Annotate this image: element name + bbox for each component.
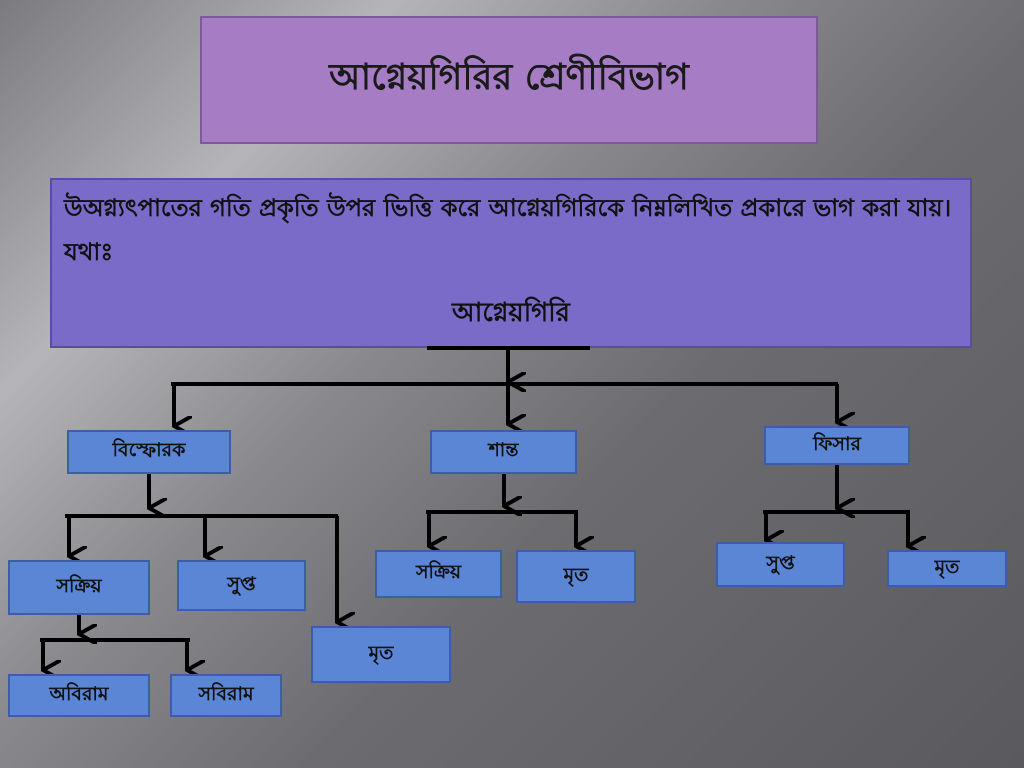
root-label: আগ্নেয়গিরি — [452, 298, 570, 328]
slide-title: আগ্নেয়গিরির শ্রেণীবিভাগ — [200, 16, 818, 144]
node-quiet-extinct: মৃত — [516, 550, 636, 603]
node-explosive-dormant: সুপ্ত — [177, 560, 306, 611]
node-fissure-extinct: মৃত — [887, 550, 1007, 587]
node-fissure: ফিসার — [764, 426, 910, 465]
node-explosive-extinct: মৃত — [311, 626, 451, 683]
node-quiet-active: সক্রিয় — [375, 550, 502, 598]
node-explosive-active: সক্রিয় — [8, 560, 150, 615]
node-active-continuous: অবিরাম — [8, 674, 150, 717]
intro-text: উঅগ্ন্যৎপাতের গতি প্রকৃতি উপর ভিত্তি করে… — [64, 194, 952, 266]
node-active-intermittent: সবিরাম — [170, 674, 282, 717]
node-explosive: বিস্ফোরক — [67, 430, 231, 474]
node-quiet: শান্ত — [430, 430, 577, 474]
node-fissure-dormant: সুপ্ত — [716, 542, 845, 587]
